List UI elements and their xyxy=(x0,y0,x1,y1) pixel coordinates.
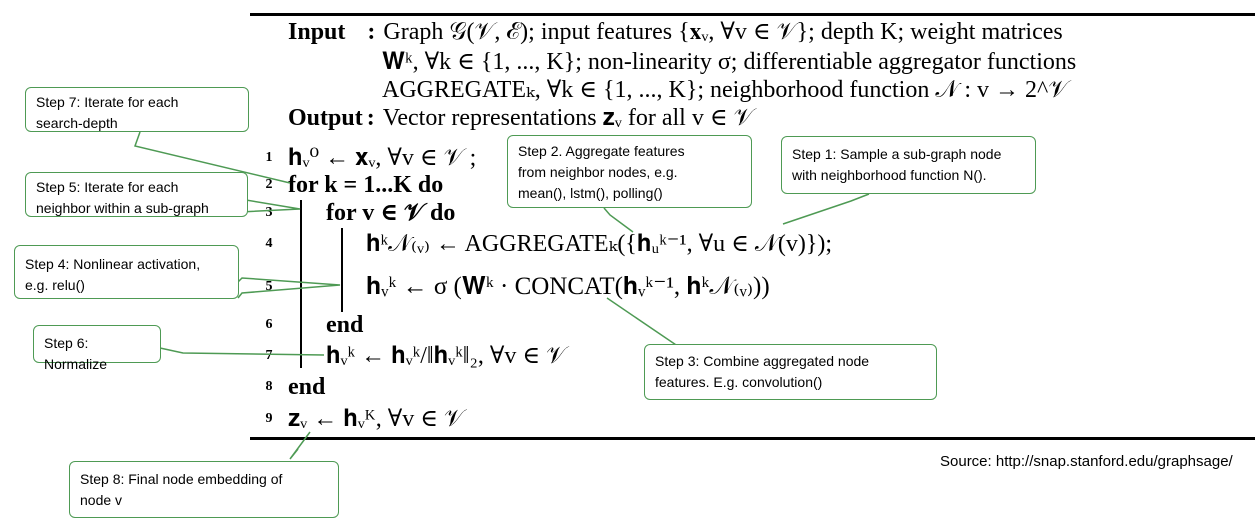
output-line: Output:Vector representations 𝐳ᵥ for all… xyxy=(288,105,754,131)
callout-step-4: Step 4: Nonlinear activation, e.g. relu(… xyxy=(14,245,239,299)
callout-step-2: Step 2. Aggregate features from neighbor… xyxy=(507,135,752,208)
callout-text: Step 8: Final node embedding of xyxy=(80,471,283,487)
code-line-9: 𝐳ᵥ ← 𝐡ᵥᴷ, ∀v ∈ 𝒱 xyxy=(288,406,465,432)
bottom-rule xyxy=(250,437,1255,440)
inner-loop-bar xyxy=(341,228,343,312)
callout-step-7: Step 7: Iterate for each search-depth xyxy=(25,87,249,132)
callout-text: with neighborhood function N(). xyxy=(792,167,987,183)
callout-step-3: Step 3: Combine aggregated node features… xyxy=(644,344,937,400)
code-line-6: end xyxy=(326,312,364,338)
callout-text: from neighbor nodes, e.g. xyxy=(518,164,678,180)
code-line-3: for v ∈ 𝒱 do xyxy=(326,200,456,226)
input-label: Input xyxy=(288,19,346,45)
callout-text: features. E.g. convolution() xyxy=(655,374,823,390)
output-label: Output xyxy=(288,105,363,131)
callout-text: mean(), lstm(), polling() xyxy=(518,185,663,201)
line-number: 6 xyxy=(265,317,273,332)
input-line-1: Input:Graph 𝒢(𝒱, ℰ); input features {𝐱ᵥ,… xyxy=(288,19,1063,45)
callout-text: Step 1: Sample a sub-graph node xyxy=(792,146,1002,162)
line-number: 7 xyxy=(265,348,273,363)
callout-text: Step 7: Iterate for each xyxy=(36,94,179,110)
callout-text: e.g. relu() xyxy=(25,277,85,293)
code-line-1: 𝐡ᵥ⁰ ← 𝐱ᵥ, ∀v ∈ 𝒱 ; xyxy=(288,145,477,171)
line-number: 3 xyxy=(265,205,273,220)
output-text: Vector representations 𝐳ᵥ for all v ∈ 𝒱 xyxy=(382,105,754,131)
input-text-1: Graph 𝒢(𝒱, ℰ); input features {𝐱ᵥ, ∀v ∈ … xyxy=(383,19,1063,45)
callout-text: node v xyxy=(80,492,123,508)
source-credit: Source: http://snap.stanford.edu/graphsa… xyxy=(940,453,1233,470)
line-number: 1 xyxy=(265,150,273,165)
input-text-2: 𝐖ᵏ, ∀k ∈ {1, ..., K}; non-linearity σ; d… xyxy=(382,49,1077,75)
callout-text: Step 2. Aggregate features xyxy=(518,143,685,159)
callout-step-8: Step 8: Final node embedding of node v xyxy=(69,461,339,518)
callout-text: search-depth xyxy=(36,115,118,131)
callout-text: neighbor within a sub-graph xyxy=(36,200,209,216)
top-rule xyxy=(250,13,1255,16)
callout-text: Step 5: Iterate for each xyxy=(36,179,179,195)
line-number: 4 xyxy=(265,236,273,251)
callout-text: Step 4: Nonlinear activation, xyxy=(25,256,201,272)
code-line-4: 𝐡ᵏ𝒩₍ᵥ₎ ← AGGREGATEₖ({𝐡ᵤᵏ⁻¹, ∀u ∈ 𝒩(v)}); xyxy=(366,231,833,257)
callout-text: Step 6: Normalize xyxy=(44,335,108,372)
code-line-8: end xyxy=(288,374,326,400)
code-line-2: for k = 1...K do xyxy=(288,172,444,198)
code-line-5: 𝐡ᵥᵏ ← σ (𝐖ᵏ · CONCAT(𝐡ᵥᵏ⁻¹, 𝐡ᵏ𝒩₍ᵥ₎)) xyxy=(366,273,770,300)
callout-step-1: Step 1: Sample a sub-graph node with nei… xyxy=(781,136,1036,194)
line-number: 5 xyxy=(265,279,273,294)
code-line-7: 𝐡ᵥᵏ ← 𝐡ᵥᵏ/‖𝐡ᵥᵏ‖₂, ∀v ∈ 𝒱 xyxy=(326,343,567,369)
callout-step-5: Step 5: Iterate for each neighbor within… xyxy=(25,172,248,217)
callout-text: Step 3: Combine aggregated node xyxy=(655,353,870,369)
callout-step-6: Step 6: Normalize xyxy=(33,325,161,372)
line-number: 2 xyxy=(265,177,273,192)
line-number: 8 xyxy=(265,379,273,394)
line-number: 9 xyxy=(265,411,273,426)
input-text-3: AGGREGATEₖ, ∀k ∈ {1, ..., K}; neighborho… xyxy=(382,77,1069,103)
outer-loop-bar xyxy=(300,200,302,368)
